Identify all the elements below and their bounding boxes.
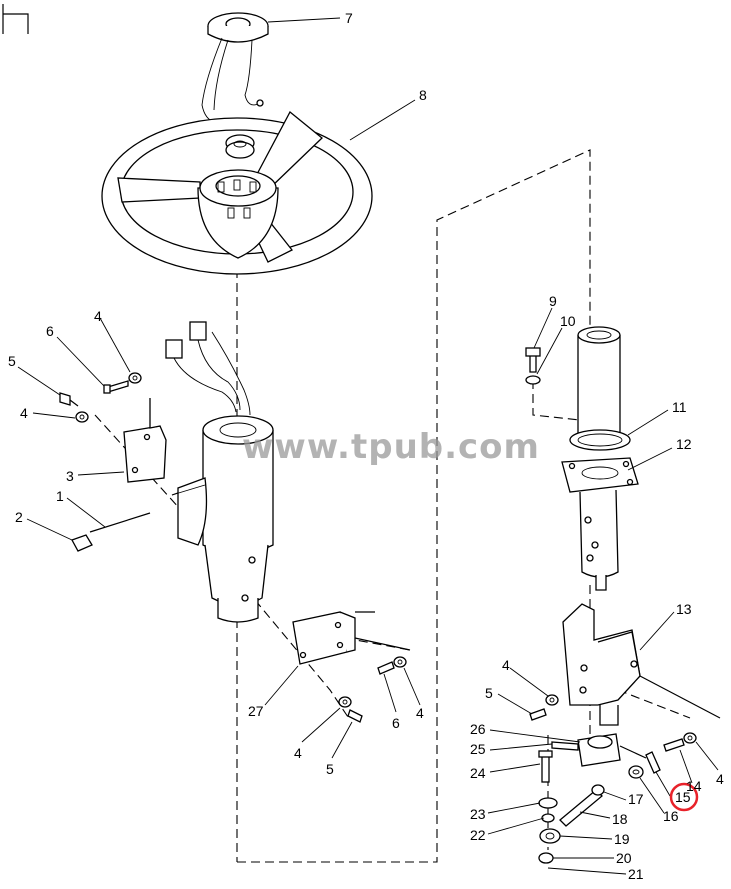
callout-4: 4	[20, 405, 28, 421]
callout-19: 19	[614, 831, 630, 847]
callout-11: 11	[672, 399, 687, 415]
left-steering-column	[165, 321, 274, 623]
callout-14: 14	[686, 778, 702, 794]
corner-mark	[2, 4, 29, 34]
callout-7: 7	[345, 10, 353, 26]
steering-wheel	[101, 110, 373, 275]
callout-10: 10	[560, 313, 576, 329]
callout-2: 2	[15, 509, 23, 525]
callout-4: 4	[416, 705, 424, 721]
callout-17: 17	[628, 791, 644, 807]
callout-labels: 7 8 4 6 5 4 3 1 2 27 6 4 4 5 9 10 11 12 …	[8, 10, 724, 882]
callout-5: 5	[326, 761, 334, 777]
callout-21: 21	[628, 866, 644, 882]
callout-9: 9	[549, 293, 557, 309]
leader-lines	[17, 17, 719, 875]
right-steering-shaft	[525, 326, 639, 591]
highlight-circle-15	[669, 782, 699, 812]
callout-6: 6	[46, 323, 54, 339]
callout-16: 16	[663, 808, 679, 824]
callout-4: 4	[502, 657, 510, 673]
callout-25: 25	[470, 741, 486, 757]
callout-24: 24	[470, 765, 486, 781]
callout-1: 1	[56, 488, 64, 504]
lower-bracket-27	[292, 611, 411, 723]
callout-13: 13	[676, 601, 692, 617]
callout-23: 23	[470, 806, 486, 822]
callout-12: 12	[676, 436, 692, 452]
callout-20: 20	[616, 850, 632, 866]
callout-22: 22	[470, 827, 486, 843]
callout-4: 4	[294, 745, 302, 761]
callout-27: 27	[248, 703, 264, 719]
callout-26: 26	[470, 721, 486, 737]
callout-4: 4	[94, 308, 102, 324]
callout-18: 18	[612, 811, 628, 827]
callout-3: 3	[66, 468, 74, 484]
bracket-13	[529, 603, 721, 752]
callout-5: 5	[8, 353, 16, 369]
horn-button-assembly	[201, 12, 269, 128]
lower-linkage	[538, 733, 661, 864]
callout-15: 15	[675, 789, 691, 805]
callout-8: 8	[419, 87, 427, 103]
callout-6: 6	[392, 715, 400, 731]
callout-4: 4	[716, 771, 724, 787]
watermark-text: www.tpub.com	[242, 427, 540, 467]
left-bracket-and-hardware	[59, 372, 167, 552]
callout-5: 5	[485, 685, 493, 701]
